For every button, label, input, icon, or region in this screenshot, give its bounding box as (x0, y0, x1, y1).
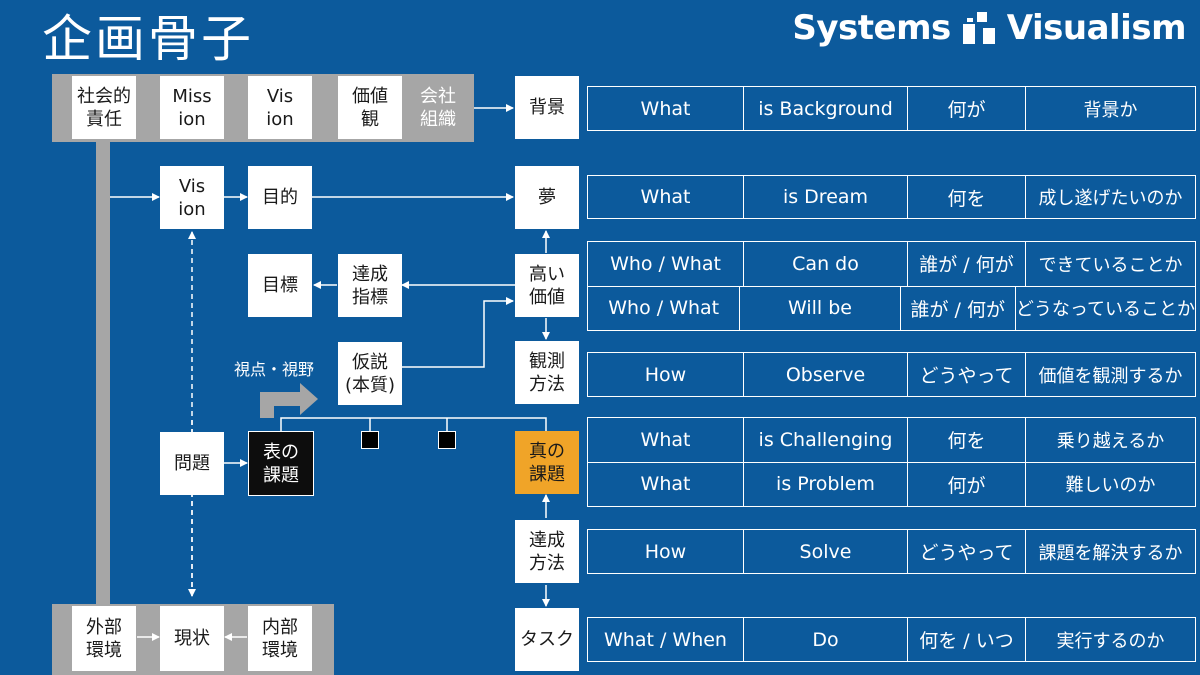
cell: 誰が / 何が (899, 286, 1015, 330)
cell: できていることか (1025, 242, 1195, 286)
background-box: 背景 (515, 76, 579, 139)
systems-visualism-logo-icon (961, 10, 997, 46)
high-value-box: 高い 価値 (515, 254, 579, 317)
hypothesis-box: 仮説 (本質) (338, 342, 402, 405)
cell: 何が (907, 462, 1025, 506)
true-issue-box: 真の 課題 (515, 431, 579, 494)
vertical-bar (96, 142, 110, 606)
cell: 価値を観測するか (1025, 353, 1195, 396)
row-issue: What is Challenging 何を 乗り越えるか What is Pr… (587, 417, 1196, 507)
task-box: タスク (515, 608, 579, 671)
cell: What / When (604, 628, 727, 651)
surface-issue-box: 表の 課題 (248, 431, 314, 496)
cell: 誰が / 何が (907, 242, 1025, 286)
cell: どうなっていることか (1014, 286, 1195, 330)
brand-left: Systems (792, 8, 951, 48)
viewpoint-arrow-icon (260, 383, 318, 418)
cell: 実行するのか (1025, 618, 1195, 661)
cell: 課題を解決するか (1025, 530, 1195, 573)
cell: Do (743, 618, 907, 661)
top-vision: Vis ion (248, 76, 312, 139)
achieve-method-box: 達成 方法 (515, 520, 579, 583)
row-dream: What is Dream 何を 成し遂げたいのか (587, 175, 1196, 219)
brand-logo: Systems Visualism (792, 6, 1186, 50)
kpi-box: 達成 指標 (338, 254, 402, 317)
cell: is Problem (743, 462, 907, 506)
top-social-responsibility: 社会的 責任 (72, 76, 136, 139)
cell: 何を (907, 418, 1025, 462)
cell: 乗り越えるか (1025, 418, 1195, 462)
cell: What (640, 473, 691, 496)
external-env-box: 外部 環境 (72, 606, 136, 671)
cell: How (644, 540, 687, 563)
row-value: Who / What Can do 誰が / 何が できていることか Who /… (587, 241, 1196, 331)
internal-env-box: 内部 環境 (248, 606, 312, 671)
cell: What (640, 428, 691, 451)
cell: どうやって (907, 353, 1025, 396)
top-mission: Miss ion (160, 76, 224, 139)
cell: is Background (743, 87, 907, 130)
cell: 成し遂げたいのか (1025, 176, 1195, 218)
cell: What (640, 186, 691, 208)
cell: is Challenging (743, 418, 907, 462)
cell: 難しいのか (1025, 462, 1195, 506)
cell: 何が (907, 87, 1025, 130)
cell: Will be (739, 286, 899, 330)
cell: Can do (743, 242, 907, 286)
cell: Observe (743, 353, 907, 396)
cell: 何を (907, 176, 1025, 218)
viewpoint-label: 視点・視野 (234, 360, 315, 379)
brand-right: Visualism (1006, 8, 1187, 48)
top-values: 価値 観 (338, 76, 402, 139)
problem-box: 問題 (160, 432, 224, 495)
branch-square-1 (361, 431, 379, 449)
top-company-org-label: 会社 組織 (420, 85, 456, 130)
cell: What (640, 97, 691, 120)
cell: How (644, 363, 687, 386)
page-title: 企画骨子 (42, 10, 254, 68)
cell: is Dream (743, 176, 907, 218)
target-box: 目標 (248, 254, 312, 317)
cell: 背景か (1025, 87, 1195, 130)
vision-box: Vis ion (160, 166, 224, 229)
branch-square-2 (438, 431, 456, 449)
current-state-box: 現状 (160, 606, 224, 671)
cell: Solve (743, 530, 907, 573)
row-background: What is Background 何が 背景か (587, 86, 1196, 131)
cell: どうやって (907, 530, 1025, 573)
cell: Who / What (610, 252, 721, 275)
purpose-box: 目的 (248, 166, 312, 229)
row-solve: How Solve どうやって 課題を解決するか (587, 529, 1196, 574)
cell: 何を / いつ (907, 618, 1025, 661)
row-observe: How Observe どうやって 価値を観測するか (587, 352, 1196, 397)
observe-method-box: 観測 方法 (515, 341, 579, 404)
cell: Who / What (608, 297, 720, 320)
dream-box: 夢 (515, 166, 579, 229)
row-task: What / When Do 何を / いつ 実行するのか (587, 617, 1196, 662)
